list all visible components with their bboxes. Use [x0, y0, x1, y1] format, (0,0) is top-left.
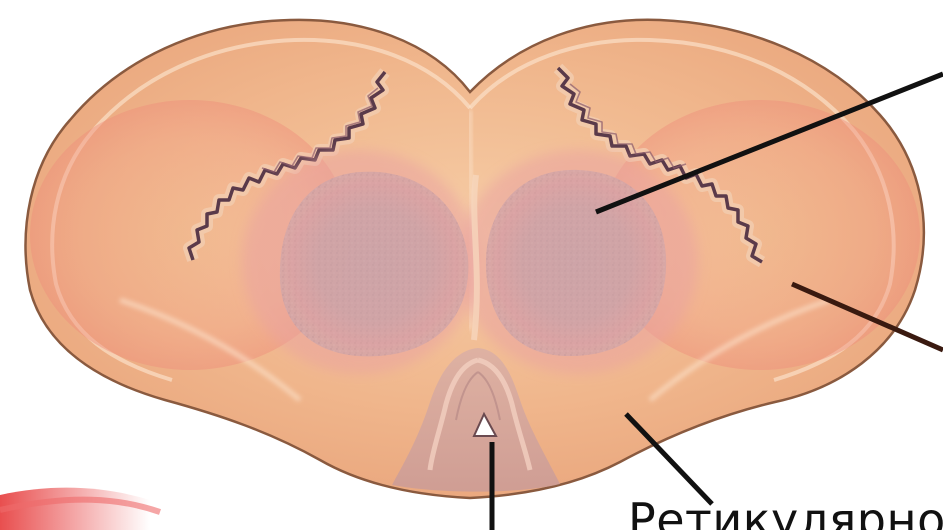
midline-cleft — [474, 175, 477, 340]
right-nucleus-gloss — [486, 170, 666, 356]
red-accent-swoosh — [0, 488, 150, 530]
reticular-label: Ретикулярно — [628, 497, 943, 530]
left-nucleus-gloss — [280, 172, 468, 357]
